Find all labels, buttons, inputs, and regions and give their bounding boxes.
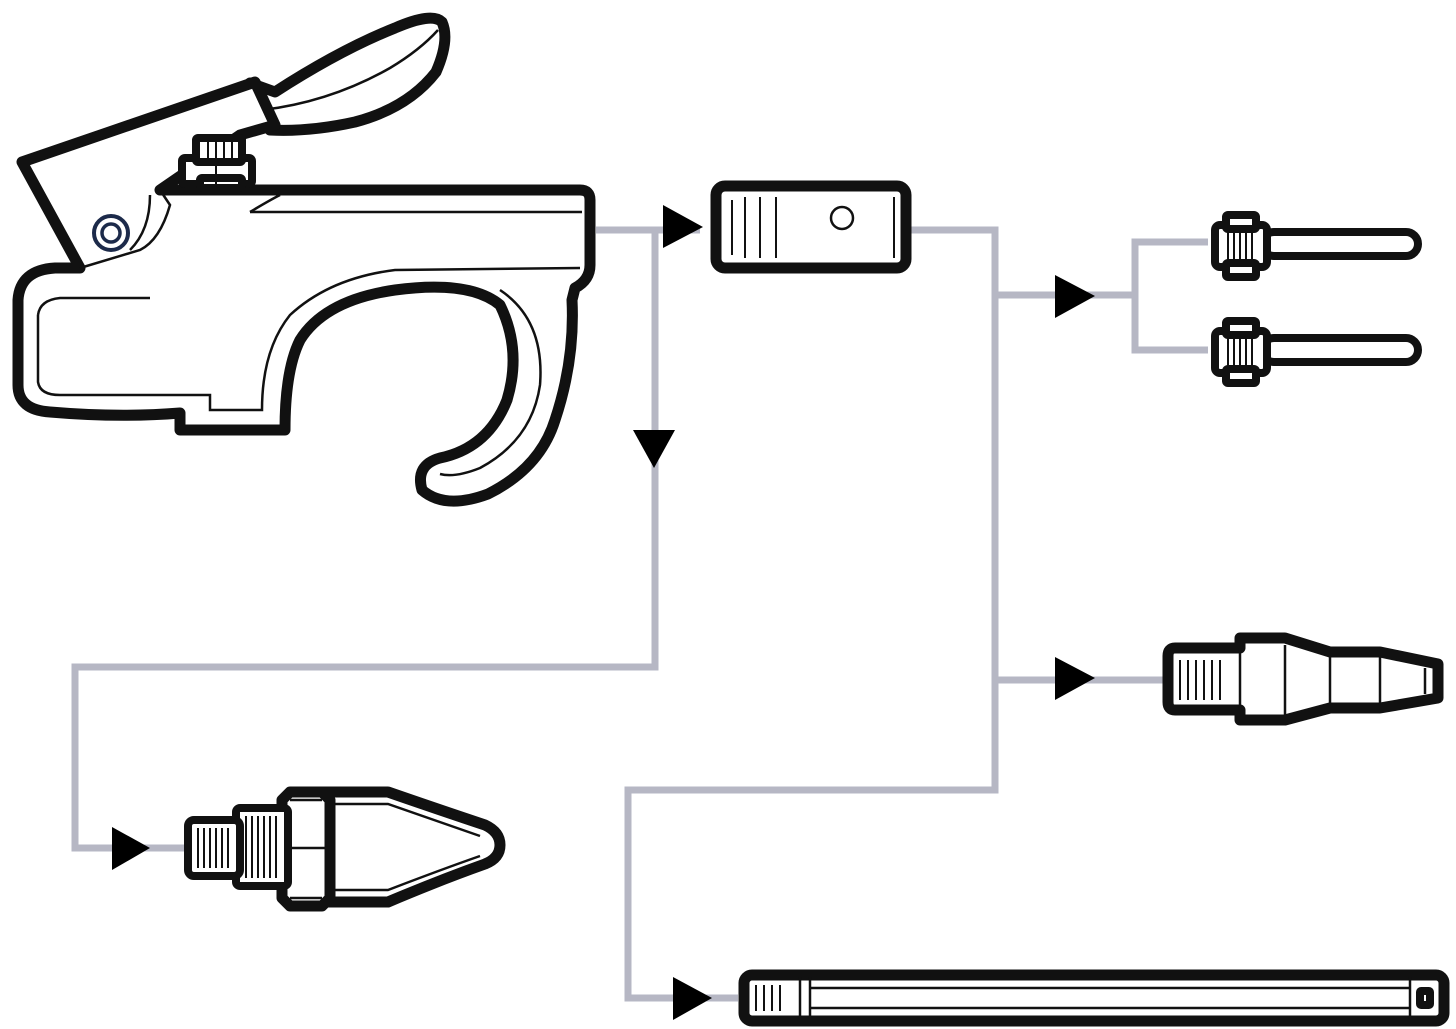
arrow-right-icon	[663, 205, 703, 248]
connector-needle-fork	[1131, 238, 1208, 354]
gun-housing	[12, 76, 596, 507]
arrow-right-icon	[1055, 275, 1095, 318]
tapered-nozzle-icon	[1162, 632, 1444, 726]
coupler-port-icon	[829, 205, 855, 231]
arrow-right-icon	[112, 827, 150, 870]
air-blow-gun-icon	[12, 12, 596, 507]
valve-stem	[178, 134, 256, 192]
arrow-down-icon	[633, 430, 675, 468]
flow-arrows	[112, 205, 1095, 1020]
inflation-needle-icon	[1211, 211, 1422, 281]
coupler-adapter-icon	[710, 180, 912, 274]
connector-gun-to-rubber-nozzle	[71, 230, 659, 852]
pivot-pin-icon	[92, 214, 130, 252]
inflation-needle-icon	[1211, 317, 1422, 387]
rubber-tip-nozzle-icon	[184, 786, 506, 912]
connector-coupler-trunk	[624, 226, 999, 1002]
extension-tube-icon	[738, 969, 1450, 1027]
trigger-lever	[244, 12, 451, 136]
arrow-right-icon	[1055, 657, 1095, 700]
arrow-right-icon	[673, 977, 712, 1020]
